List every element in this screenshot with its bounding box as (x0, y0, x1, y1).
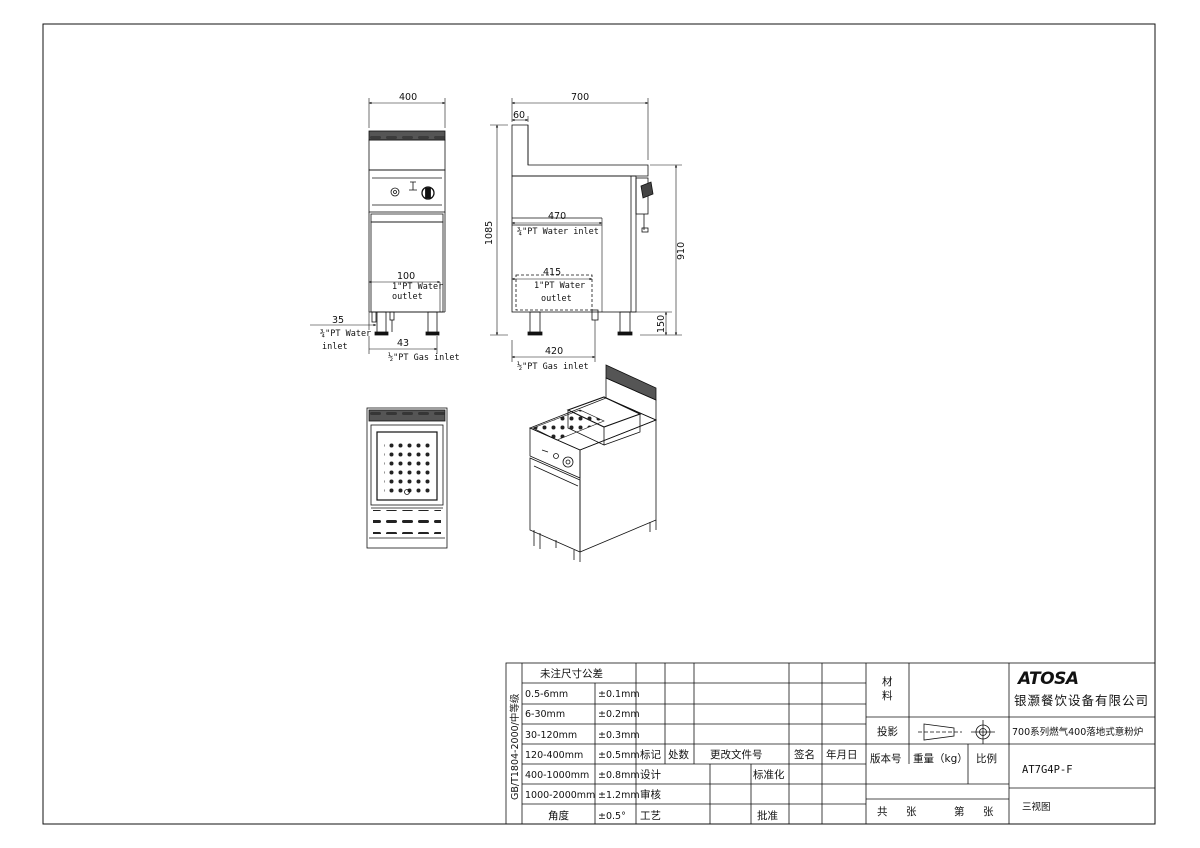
model-number: AT7G4P-F (1022, 764, 1073, 776)
title-block (505, 662, 1156, 825)
tolerance-title: 未注尺寸公差 (540, 667, 603, 680)
weight-label: 重量（kg） (913, 752, 968, 765)
top-view (366, 407, 448, 549)
version-label: 版本号 (870, 752, 902, 765)
tol-range-4: 400-1000mm (525, 770, 589, 781)
front-width-dimension: 400 (399, 92, 417, 103)
side-dim-420: 420 (545, 346, 563, 357)
total-label: 共 (877, 806, 888, 818)
front-water-inlet-label-2: inlet (322, 342, 348, 352)
side-dim-470: 470 (548, 211, 566, 222)
material-label-2: 料 (882, 689, 893, 702)
side-view-dimensions (490, 98, 682, 362)
front-dim-35: 35 (332, 315, 344, 326)
title-block-text: 未注尺寸公差 GB/T1804-2000/中等级 0.5-6mm ±0.1mm … (509, 667, 1149, 822)
rev-header-doc: 更改文件号 (710, 748, 763, 761)
front-water-inlet-label-1: ¾"PT Water (320, 329, 371, 339)
side-water-inlet-label: ¾"PT Water inlet (517, 227, 599, 237)
tol-value-1: ±0.2mm (598, 709, 640, 720)
tol-range-3: 120-400mm (525, 750, 583, 761)
tol-value-6: ±0.5° (598, 811, 626, 822)
standardization-label: 标准化 (753, 768, 785, 781)
side-dim-415: 415 (543, 267, 561, 278)
tol-range-2: 30-120mm (525, 730, 577, 741)
projection-label: 投影 (877, 725, 898, 738)
rev-header-sign: 签名 (794, 748, 815, 761)
front-water-outlet-label-2: outlet (392, 292, 423, 302)
front-view-dimensions (310, 98, 446, 354)
sheets-label-2: 张 (983, 806, 994, 818)
approval-label: 批准 (757, 809, 778, 822)
tol-value-2: ±0.3mm (598, 730, 640, 741)
review-label: 审核 (640, 788, 661, 801)
side-view (511, 124, 654, 336)
tol-range-5: 1000-2000mm (525, 790, 595, 801)
sheet-no-label: 第 (954, 805, 965, 818)
side-water-outlet-label-1: 1"PT Water (534, 281, 585, 291)
side-water-outlet-label-2: outlet (541, 294, 572, 304)
process-label: 工艺 (640, 810, 661, 822)
side-view-labels: 700 60 470 ¾"PT Water inlet 415 1"PT Wat… (484, 92, 687, 372)
material-label-1: 材 (882, 675, 893, 688)
design-label: 设计 (640, 768, 661, 781)
side-dim-910: 910 (676, 242, 687, 260)
tol-range-0: 0.5-6mm (525, 689, 568, 700)
isometric-view (528, 364, 658, 562)
rev-header-count: 处数 (668, 748, 689, 761)
scale-label: 比例 (976, 752, 997, 765)
side-height-dimension: 1085 (484, 221, 495, 245)
standard-label: GB/T1804-2000/中等级 (509, 693, 521, 800)
tol-value-3: ±0.5mm (598, 750, 640, 761)
side-depth-dimension: 700 (571, 92, 589, 103)
front-view (368, 130, 446, 336)
front-view-labels: 400 100 1"PT Water outlet 35 ¾"PT Water … (320, 92, 460, 363)
front-dim-100: 100 (397, 271, 415, 282)
tol-range-1: 6-30mm (525, 709, 565, 720)
front-gas-inlet-label: ½"PT Gas inlet (388, 352, 460, 363)
tol-range-6: 角度 (548, 809, 569, 822)
front-water-outlet-label-1: 1"PT Water (392, 282, 443, 292)
atosa-logo: ATOSA (1016, 669, 1078, 689)
sheets-label: 张 (906, 806, 917, 818)
side-dim-150: 150 (656, 315, 667, 333)
tol-value-5: ±1.2mm (598, 790, 640, 801)
view-name: 三视图 (1022, 801, 1051, 813)
tol-value-4: ±0.8mm (598, 770, 640, 781)
side-gas-inlet-label: ½"PT Gas inlet (517, 361, 589, 372)
side-dim-60: 60 (513, 110, 525, 121)
company-name: 银灏餐饮设备有限公司 (1014, 693, 1149, 708)
rev-header-date: 年月日 (826, 748, 858, 761)
rev-header-mark: 标记 (640, 749, 661, 761)
tol-value-0: ±0.1mm (598, 689, 640, 700)
product-name: 700系列燃气400落地式意粉炉 (1012, 726, 1143, 738)
front-dim-43: 43 (397, 338, 409, 349)
